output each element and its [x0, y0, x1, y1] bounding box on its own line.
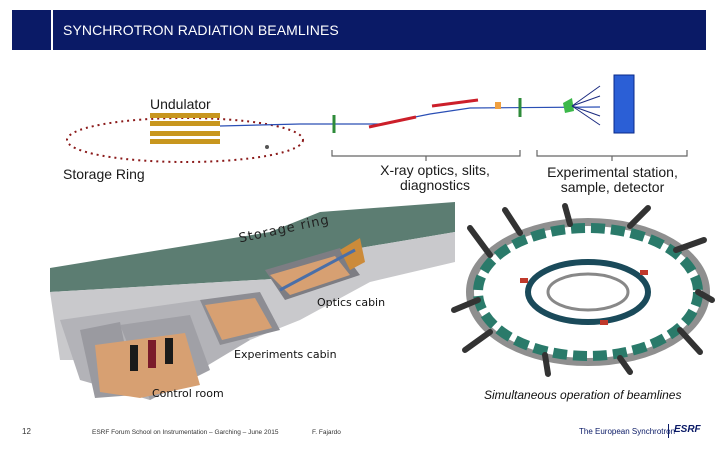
optics-cabin-label: Optics cabin: [317, 296, 386, 309]
beamline-cutaway-illustration: [50, 202, 455, 400]
sample-holder: [563, 98, 574, 113]
footer-author: F. Fajardo: [312, 429, 341, 436]
detector: [613, 74, 635, 134]
undulator-label: Undulator: [150, 96, 211, 112]
electron-beam-line: [219, 123, 301, 127]
slide-title: SYNCHROTRON RADIATION BEAMLINES: [63, 22, 339, 38]
experimental-station-label: Experimental station, sample, detector: [535, 165, 690, 195]
station-bracket: [536, 150, 688, 157]
xray-optics-label: X-ray optics, slits, diagnostics: [365, 163, 505, 193]
diffracted-rays: [571, 85, 601, 126]
title-bar: [12, 10, 706, 50]
esrf-logo: ESRF: [674, 424, 701, 435]
station-label-line1: Experimental station,: [547, 164, 678, 180]
xray-optics-label-line2: diagnostics: [399, 177, 471, 193]
undulator-magnet-array: [150, 113, 220, 144]
mirror-2: [431, 98, 479, 108]
footer-event: ESRF Forum School on Instrumentation – G…: [92, 429, 279, 436]
station-label-line2: sample, detector: [560, 179, 665, 195]
monochromator: [495, 102, 501, 109]
page-number: 12: [22, 427, 31, 436]
title-logo-block: [12, 10, 53, 50]
optics-bracket: [331, 150, 521, 157]
control-room-label: Control room: [152, 387, 224, 400]
storage-ring-label: Storage Ring: [63, 166, 145, 182]
experiments-cabin-label: Experiments cabin: [234, 348, 337, 361]
footer-separator: [668, 424, 669, 438]
aerial-beamlines-illustration: [451, 203, 715, 377]
xray-optics-label-line1: X-ray optics, slits,: [380, 162, 490, 178]
storage-ring-schematic: [66, 117, 304, 163]
footer-organization: The European Synchrotron: [579, 427, 676, 436]
simultaneous-operation-caption: Simultaneous operation of beamlines: [484, 388, 682, 402]
electron-marker: [265, 145, 269, 149]
xray-beam-path: [300, 106, 601, 125]
mirror-1: [368, 115, 417, 129]
